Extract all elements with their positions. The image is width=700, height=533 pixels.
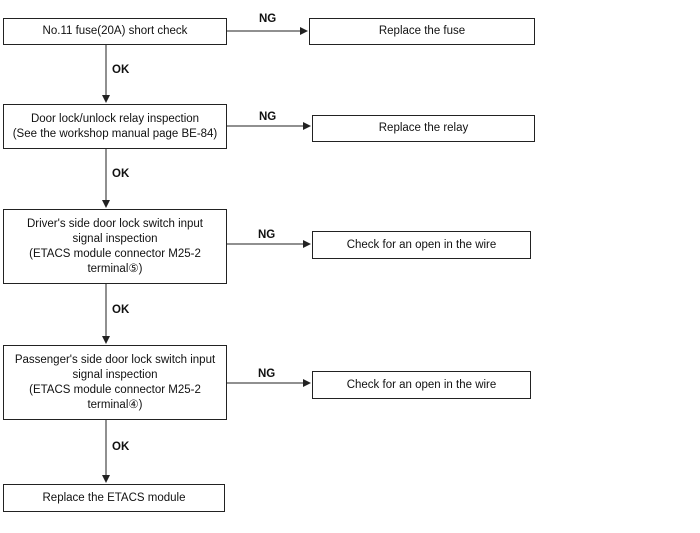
- step-box-relay-inspection: Door lock/unlock relay inspection (See t…: [3, 104, 227, 149]
- ok-label: OK: [112, 304, 130, 316]
- ng-label: NG: [259, 13, 277, 25]
- step-text: Driver's side door lock switch input sig…: [26, 217, 204, 275]
- action-text: Replace the relay: [378, 122, 469, 134]
- ng-label: NG: [259, 111, 277, 123]
- action-box-check-open-wire: Check for an open in the wire: [312, 231, 531, 259]
- step-box-driver-switch-inspection: Driver's side door lock switch input sig…: [3, 209, 227, 284]
- action-box-replace-relay: Replace the relay: [312, 115, 535, 142]
- ok-label: OK: [112, 64, 130, 76]
- step-text: Door lock/unlock relay inspection (See t…: [12, 112, 218, 140]
- action-box-replace-fuse: Replace the fuse: [309, 18, 535, 45]
- step-text: No.11 fuse(20A) short check: [42, 25, 188, 37]
- step-text: Passenger's side door lock switch input …: [14, 353, 216, 411]
- step-box-passenger-switch-inspection: Passenger's side door lock switch input …: [3, 345, 227, 420]
- step-box-fuse-check: No.11 fuse(20A) short check: [3, 18, 227, 45]
- action-text: Check for an open in the wire: [346, 378, 497, 391]
- action-box-check-open-wire: Check for an open in the wire: [312, 371, 531, 399]
- ng-label: NG: [258, 368, 276, 380]
- final-step-box: Replace the ETACS module: [3, 484, 225, 512]
- final-step-text: Replace the ETACS module: [42, 491, 186, 504]
- ok-label: OK: [112, 441, 130, 453]
- action-text: Check for an open in the wire: [346, 238, 497, 251]
- action-text: Replace the fuse: [378, 25, 466, 37]
- ok-label: OK: [112, 168, 130, 180]
- ng-label: NG: [258, 229, 276, 241]
